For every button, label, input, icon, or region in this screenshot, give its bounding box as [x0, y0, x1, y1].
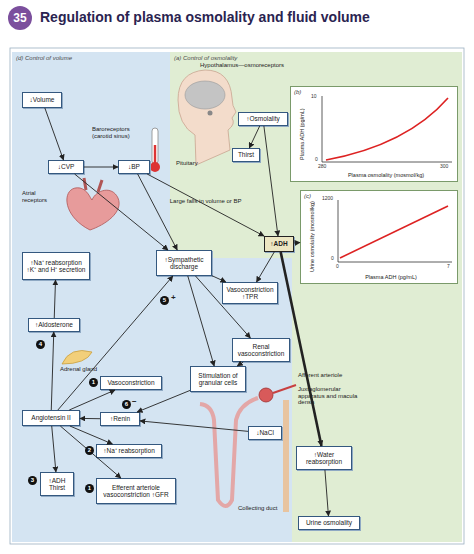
- graph-frame: (b) Plasma ADH (pg/mL) Plasma osmolality (…: [290, 86, 458, 182]
- thermometer-symbol: [152, 128, 158, 164]
- callout-number: 6: [122, 400, 131, 409]
- outer-frame: [10, 48, 464, 544]
- axis-tick: 0: [315, 157, 318, 163]
- box-text: Efferent arteriole vasoconstriction ↑GFR: [99, 484, 173, 499]
- thermometer-bulb: [150, 162, 160, 172]
- title-text: Regulation of plasma osmolality and flui…: [40, 9, 370, 25]
- glomerulus-illustration: [259, 388, 273, 402]
- panel-heading: (d) Control of volume: [16, 55, 72, 61]
- part-label: Hypothalamus—osmoreceptors: [200, 62, 300, 69]
- process-box: ↓BP: [118, 160, 150, 174]
- box-text: ↓Volume: [25, 96, 59, 103]
- box-text: Renal vasoconstriction: [235, 343, 287, 358]
- sign-symbol: +: [171, 294, 176, 302]
- box-text: ↑Aldosterone: [31, 321, 77, 328]
- process-box: ↑ADH: [264, 236, 294, 252]
- part-label: Atrial receptors: [22, 190, 58, 203]
- box-text: ↑Na⁺ reabsorption: [99, 447, 159, 454]
- process-box: Angiotensin II: [22, 410, 80, 426]
- part-label: Juxtaglomerular apparatus and macula den…: [298, 386, 360, 406]
- connector-label: Large falls in volume or BP: [170, 198, 242, 204]
- process-box: ↓CVP: [48, 160, 84, 174]
- box-text: ↓BP: [121, 163, 147, 170]
- collecting-duct-illustration: [283, 400, 289, 512]
- process-box: Urine osmolality: [298, 516, 360, 530]
- process-box: ↑Na⁺ reabsorption ↑K⁺ and H⁺ secretion: [22, 252, 90, 280]
- graph-tag: (c): [304, 193, 311, 199]
- callout-number: 1: [85, 484, 94, 493]
- box-text: Vasoconstriction ↑TPR: [225, 286, 275, 301]
- process-box: ↑Aldosterone: [28, 318, 80, 332]
- box-text: ↑ADH: [267, 240, 291, 247]
- process-box: ↑Water reabsorption: [296, 446, 352, 470]
- box-text: ↑Sympathetic discharge: [159, 256, 209, 271]
- brain-illustration: [185, 81, 225, 109]
- process-box: ↑Renin: [100, 412, 140, 426]
- box-text: Urine osmolality: [301, 519, 357, 526]
- axis-tick: 300: [440, 164, 448, 170]
- box-text: ↑Water reabsorption: [299, 451, 349, 466]
- part-label: Afferent arteriole: [298, 372, 354, 379]
- box-text: ↑Renin: [103, 415, 137, 422]
- panel-fill: [12, 52, 292, 542]
- box-text: ↓CVP: [51, 163, 81, 170]
- box-text: Angiotensin II: [25, 414, 77, 421]
- axis-label: Urine osmolality (mosmol/kg): [309, 201, 315, 273]
- panel-fill: [170, 52, 462, 542]
- chapter-number: 35: [8, 6, 32, 30]
- callout-number: 5: [160, 296, 169, 305]
- process-box: ↑Osmolality: [238, 112, 288, 126]
- axis-label: Plasma ADH (pg/mL): [299, 97, 305, 171]
- pituitary-symbol: [208, 111, 213, 116]
- axis-tick: 10: [311, 94, 317, 100]
- graph-frame: (c) Urine osmolality (mosmol/kg) Plasma AD…: [300, 190, 458, 284]
- axis-label: Plasma ADH (pg/mL): [329, 274, 453, 280]
- graph-tag: (b): [294, 89, 301, 95]
- axis-tick: 7: [447, 264, 450, 270]
- part-label: Collecting duct: [238, 505, 282, 512]
- callout-number: 1: [89, 378, 98, 387]
- process-box: Efferent arteriole vasoconstriction ↑GFR: [96, 478, 176, 504]
- process-box: ↓Volume: [22, 92, 62, 108]
- box-text: ↑Na⁺ reabsorption ↑K⁺ and H⁺ secretion: [25, 259, 87, 274]
- axis-tick: 280: [318, 164, 326, 170]
- process-box: ↑Sympathetic discharge: [156, 250, 212, 276]
- process-box: Renal vasoconstriction: [232, 338, 290, 362]
- box-text: ↑Osmolality: [241, 115, 285, 122]
- box-text: Stimulation of granular cells: [193, 372, 243, 387]
- process-box: Vasoconstriction: [100, 376, 162, 390]
- box-text: ↑ADH Thirst: [43, 477, 71, 492]
- callout-number: 3: [28, 476, 37, 485]
- panel-heading: (a) Control of osmolality: [174, 55, 237, 61]
- part-label: Adrenal gland: [60, 366, 104, 373]
- connector-arrow: [84, 167, 118, 168]
- process-box: ↑ADH Thirst: [40, 472, 74, 496]
- axis-label: Plasma osmolality (mosmol/kg): [319, 172, 453, 178]
- process-box: ↓NaCl: [248, 426, 282, 440]
- callout-number: 2: [85, 446, 94, 455]
- part-label: Pituitary: [176, 160, 216, 167]
- axis-tick: 1200: [322, 196, 333, 202]
- process-box: Thirst: [232, 148, 260, 162]
- box-text: ↓NaCl: [251, 429, 279, 436]
- sign-symbol: −: [132, 398, 137, 406]
- box-text: Thirst: [235, 151, 257, 158]
- process-box: Vasoconstriction ↑TPR: [222, 282, 278, 304]
- axis-tick: 0: [331, 256, 334, 262]
- box-text: Vasoconstriction: [103, 379, 159, 386]
- callout-number: 4: [36, 340, 45, 349]
- process-box: ↑Na⁺ reabsorption: [96, 444, 162, 458]
- axis-tick: 0: [336, 264, 339, 270]
- part-label: Baroreceptors (carotid sinus): [92, 126, 150, 139]
- process-box: Stimulation of granular cells: [190, 366, 246, 392]
